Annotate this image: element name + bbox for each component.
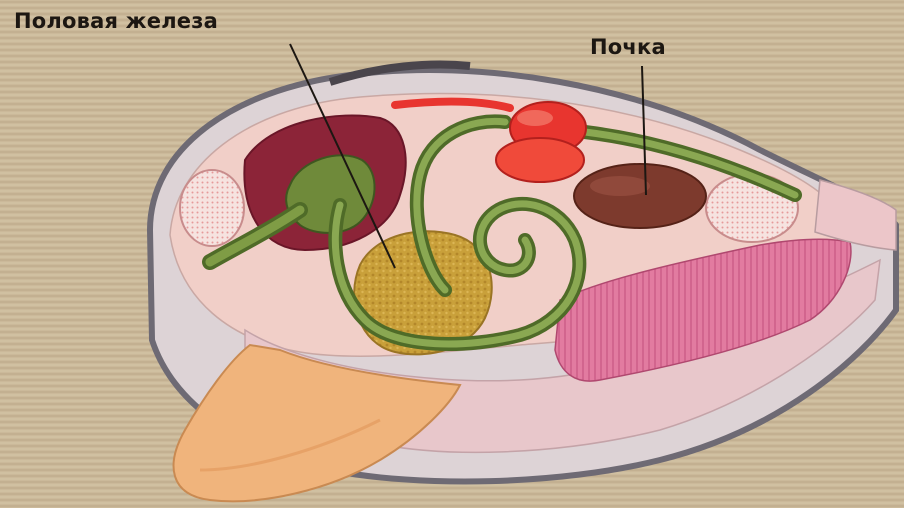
anterior-adductor-muscle [180,170,244,246]
label-kidney: Почка [590,35,666,59]
kidney [574,164,706,228]
label-gonad: Половая железа [14,9,218,33]
